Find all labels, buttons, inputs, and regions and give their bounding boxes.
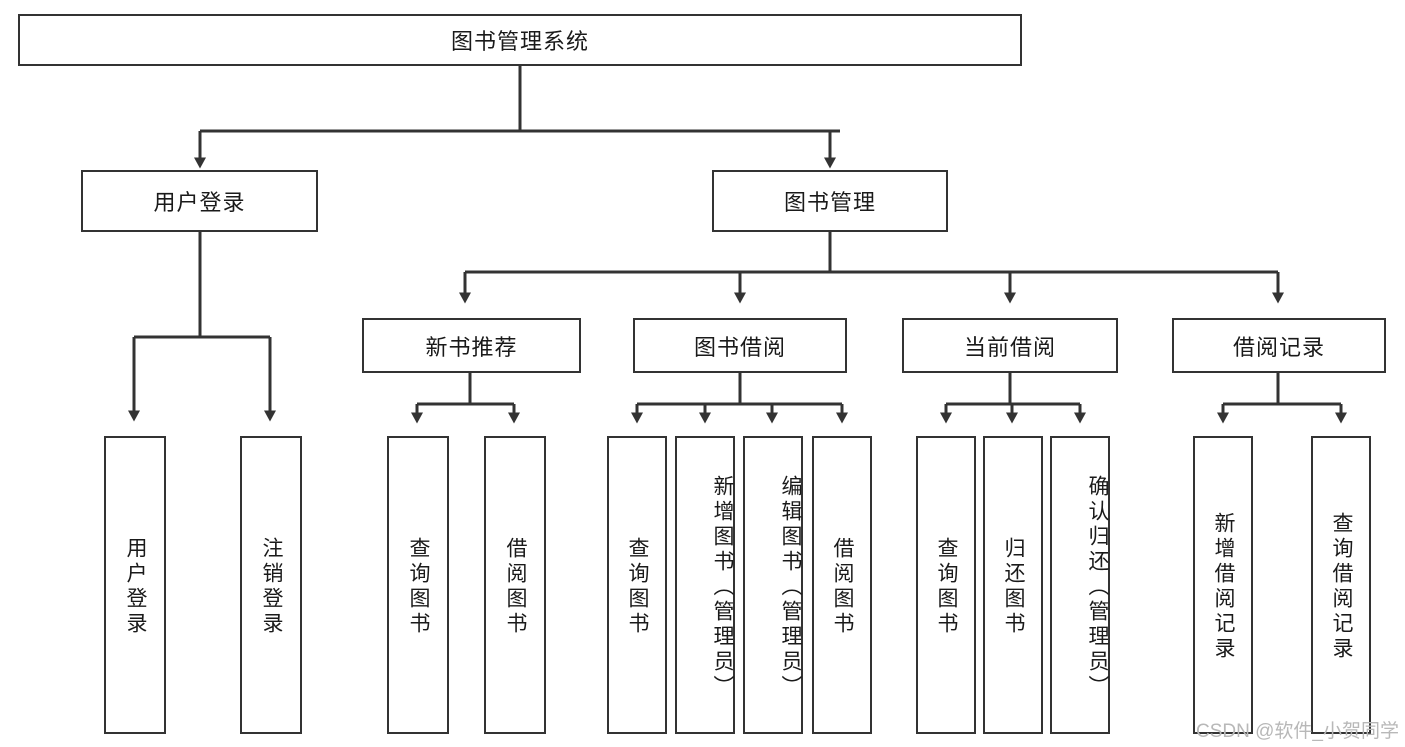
node-label: 借阅记录 [1232, 334, 1325, 360]
node-label: 查询图书 [407, 537, 431, 637]
leaf-new-book-borrow-book[interactable]: 借阅图书 [484, 436, 546, 734]
leaf-book-borrow-query-book[interactable]: 查询图书 [607, 436, 667, 734]
node-label: 借阅图书 [504, 537, 528, 637]
node-borrow-record[interactable]: 借阅记录 [1172, 318, 1386, 373]
leaf-user-login-login[interactable]: 用户登录 [104, 436, 166, 734]
node-label: 归还图书 [1002, 537, 1026, 637]
node-label: 查询借阅记录 [1330, 512, 1354, 662]
node-label: 新增借阅记录 [1212, 512, 1236, 662]
leaf-book-borrow-edit-book-admin[interactable]: 编辑图书（管理员） [743, 436, 803, 734]
leaf-current-borrow-query-book[interactable]: 查询图书 [916, 436, 976, 734]
leaf-borrow-record-query-record[interactable]: 查询借阅记录 [1311, 436, 1371, 734]
leaf-current-borrow-confirm-return-admin[interactable]: 确认归还（管理员） [1050, 436, 1110, 734]
node-label: 图书管理 [783, 190, 876, 215]
leaf-user-login-logout[interactable]: 注销登录 [240, 436, 302, 734]
node-label: 图书借阅 [693, 334, 786, 360]
node-user-login[interactable]: 用户登录 [81, 170, 318, 232]
node-label: 编辑图书（管理员） [779, 474, 802, 700]
node-label: 当前借阅 [963, 334, 1056, 360]
leaf-borrow-record-add-record[interactable]: 新增借阅记录 [1193, 436, 1253, 734]
node-label: 图书管理系统 [450, 29, 589, 54]
leaf-new-book-query-book[interactable]: 查询图书 [387, 436, 449, 734]
node-label: 查询图书 [935, 537, 959, 637]
leaf-current-borrow-return-book[interactable]: 归还图书 [983, 436, 1043, 734]
watermark-text: CSDN @软件_小贺同学 [1196, 721, 1399, 742]
node-label: 新书推荐 [425, 334, 518, 360]
node-label: 查询图书 [626, 537, 650, 637]
node-label: 用户登录 [124, 537, 148, 637]
node-root-book-management-system[interactable]: 图书管理系统 [18, 14, 1022, 66]
node-new-book-recommend[interactable]: 新书推荐 [362, 318, 581, 373]
leaf-book-borrow-add-book-admin[interactable]: 新增图书（管理员） [675, 436, 735, 734]
node-label: 注销登录 [260, 537, 284, 637]
node-book-management[interactable]: 图书管理 [712, 170, 948, 232]
leaf-book-borrow-borrow-book[interactable]: 借阅图书 [812, 436, 872, 734]
node-label: 新增图书（管理员） [711, 474, 734, 700]
node-book-borrow[interactable]: 图书借阅 [633, 318, 847, 373]
node-label: 用户登录 [153, 190, 246, 215]
node-label: 借阅图书 [831, 537, 855, 637]
node-label: 确认归还（管理员） [1086, 474, 1109, 700]
node-current-borrow[interactable]: 当前借阅 [902, 318, 1118, 373]
